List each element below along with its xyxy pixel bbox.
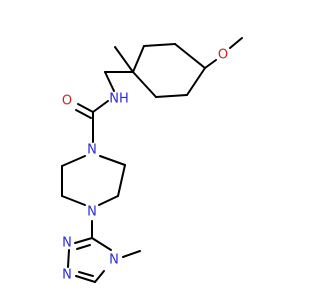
bond-tri-n2-c3-inner <box>76 244 91 250</box>
molecule-structure-diagram: O NH O N N N N N <box>61 37 243 283</box>
bond-pip-n4-c5 <box>61 195 86 206</box>
bond-ring-c3-c2 <box>143 43 176 47</box>
bond-co-2 <box>75 109 92 119</box>
bond-tri-c3-n4 <box>91 237 112 251</box>
bond-ring-c5-c4 <box>186 67 206 96</box>
bond-o-c4 <box>204 59 217 69</box>
bonds <box>61 37 243 283</box>
atom-n-piperazine-1: N <box>87 143 97 158</box>
bond-ring-c2-c1 <box>132 45 145 73</box>
bond-n-carbonyl <box>92 100 109 113</box>
atom-o-methoxy: O <box>218 48 228 63</box>
atom-n-triazole-1: N <box>62 268 72 283</box>
bond-tri-n4-c5 <box>94 270 105 283</box>
bond-ring-c4-c3 <box>174 43 206 69</box>
bond-c1-methyl <box>114 46 134 73</box>
bond-tri-c5-n1 <box>75 275 96 283</box>
bond-ring-c1-c6 <box>132 71 157 98</box>
bond-n-methyl <box>122 250 141 258</box>
bond-co-1 <box>77 103 94 113</box>
bond-pip-n1-c2 <box>99 155 126 166</box>
bond-tri-n2-c3 <box>74 237 93 244</box>
atom-n-piperazine-4: N <box>87 205 97 220</box>
atom-n-triazole-4: N <box>109 253 119 268</box>
bond-methyl-o <box>229 37 243 49</box>
atom-n-triazole-2: N <box>62 236 72 251</box>
bond-ch2-n <box>104 71 115 92</box>
bond-pip-c3-n4 <box>98 195 119 206</box>
bond-pip-c2-c3 <box>117 164 126 197</box>
bond-pip-c6-n1 <box>61 155 86 167</box>
bond-tri-n1-n2 <box>67 249 70 268</box>
atom-labels: O NH O N N N N N <box>62 48 228 283</box>
atom-n-amide: NH <box>109 92 129 107</box>
bond-tri-c5-n1-inner <box>78 271 94 277</box>
bond-ring-c6-c5 <box>155 94 188 98</box>
atom-o-carbonyl: O <box>62 94 72 109</box>
